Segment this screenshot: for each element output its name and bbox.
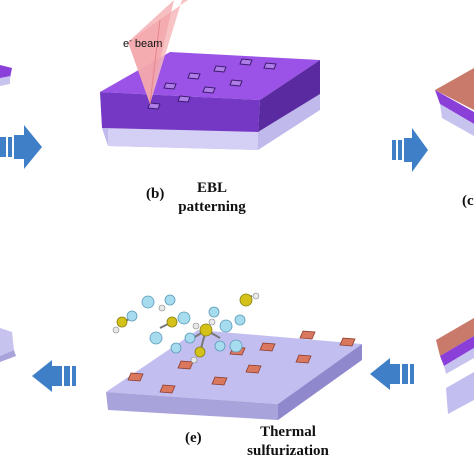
right-arrow-icon: [392, 128, 428, 172]
molecule-icon: [112, 292, 260, 364]
panel-a-partial-substrate: [0, 65, 12, 86]
panel-f-partial-substrate: [0, 328, 16, 362]
beam-label: e- beam: [123, 36, 162, 50]
pattern-squares: [147, 58, 277, 110]
panel-b-ebl-patterning: e- beam: [100, 0, 320, 150]
panel-d-partial-substrate: [436, 318, 474, 414]
right-arrow-icon: [0, 125, 42, 169]
panel-b-caption-line1: EBL: [197, 180, 227, 196]
panel-c-partial-substrate: [435, 68, 474, 136]
panel-e-caption-line1: Thermal: [260, 424, 316, 440]
panel-e-thermal-sulfurization: [106, 292, 362, 420]
left-arrow-icon: [370, 358, 414, 390]
panel-e-tag: (e): [185, 430, 202, 446]
electron-beam-cone-icon: [128, 0, 188, 105]
panel-b-tag: (b): [146, 186, 164, 202]
panel-c-tag: (c: [462, 193, 474, 209]
panel-e-caption-line2: sulfurization: [247, 443, 329, 459]
left-arrow-icon: [32, 360, 76, 392]
panel-b-caption-line2: patterning: [178, 199, 246, 215]
